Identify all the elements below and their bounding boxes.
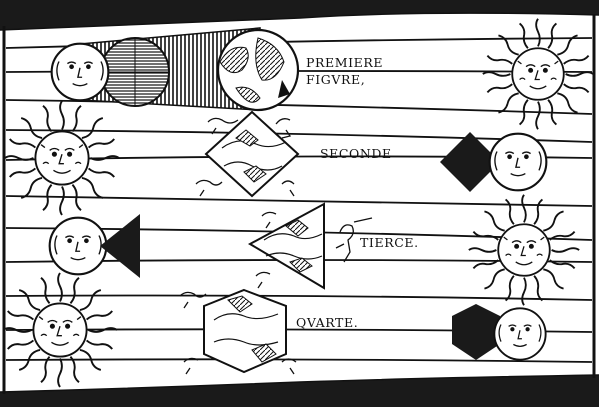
eclipsed-diamond-icon [440,132,500,192]
bottom-border [0,374,599,407]
moon-face-icon [493,307,547,361]
figure-quarte: QVARTE. [2,272,547,388]
earth-half-diamond-icon [247,202,325,290]
moon-face-icon [488,132,548,192]
figure-tierce-label: TIERCE. [360,235,419,250]
top-border [0,0,599,31]
moon-face-icon [50,42,110,102]
figure-tierce: TIERCE. [48,193,581,307]
moon-face-icon [48,216,108,276]
figure-premiere: PREMIERE FIGVRE, [50,17,595,131]
earth-globe-icon [216,28,300,112]
figure-drawings [179,291,297,375]
earth-hexagon-icon [203,288,287,374]
shadow-triangle-icon [100,214,140,278]
eclipsed-hexagon-icon [452,304,500,360]
figure-premiere-label-line-2: FIGVRE, [306,72,365,87]
earth-diamond-icon [204,110,300,198]
figure-seconde: SECONDE [4,100,548,216]
figure-premiere-label-line-1: PREMIERE [306,55,383,70]
figure-seconde-label: SECONDE [320,146,392,161]
figure-drawings [195,117,295,197]
figure-drawings [255,211,373,289]
figure-quarte-label: QVARTE. [296,315,358,330]
